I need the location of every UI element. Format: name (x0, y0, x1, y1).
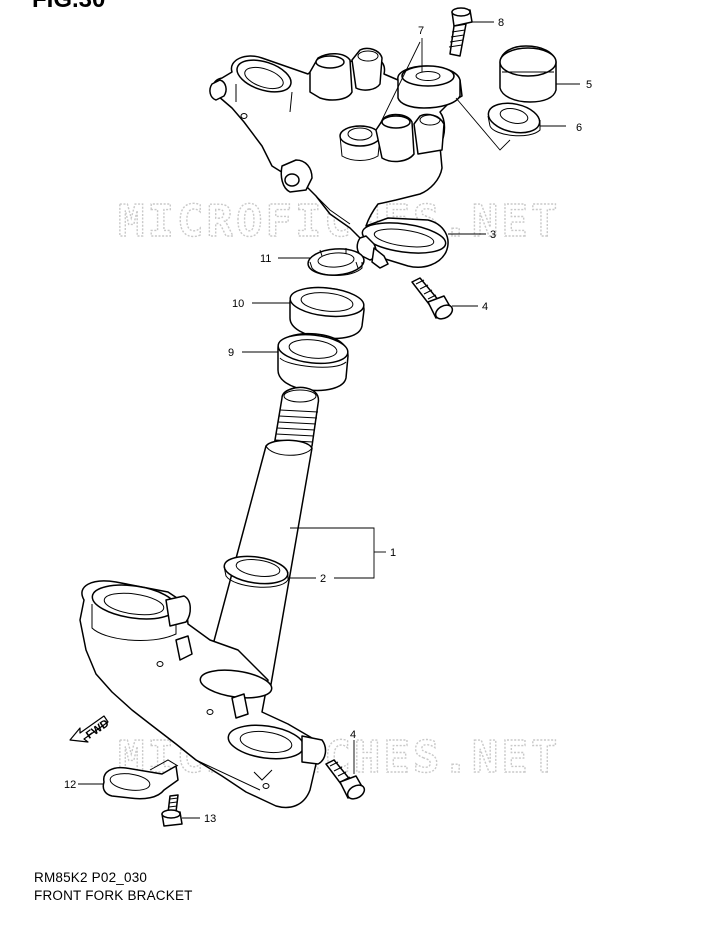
callout-4-lower: 4 (350, 729, 356, 741)
cable-clamp-part-12 (78, 759, 179, 800)
screw-part-13 (161, 794, 200, 827)
cap-part-5 (499, 45, 580, 103)
callout-7: 7 (418, 25, 424, 37)
callout-4-upper: 4 (482, 301, 488, 313)
callout-5: 5 (586, 79, 592, 91)
washer-part-6 (487, 102, 566, 137)
bolt-part-4-lower (325, 740, 366, 800)
callout-8: 8 (498, 17, 504, 29)
lower-bracket (79, 580, 327, 809)
dust-seal-part-10 (252, 286, 365, 340)
bolt-part-4-upper (411, 277, 478, 320)
callout-12: 12 (64, 779, 76, 791)
bolt-part-8 (448, 7, 494, 57)
callout-11: 11 (260, 253, 271, 265)
seal-part-2 (223, 555, 316, 588)
forward-direction-arrow: FWD (69, 715, 111, 743)
callout-13: 13 (204, 813, 216, 825)
callout-6: 6 (576, 122, 582, 134)
callout-2: 2 (320, 573, 326, 585)
callout-9: 9 (228, 347, 234, 359)
figure-code: RM85K2 P02_030 (34, 870, 148, 885)
figure-title: FIG.30 (32, 0, 105, 14)
callout-10: 10 (232, 298, 244, 310)
nut-part-11 (278, 248, 365, 276)
bearing-part-9 (242, 332, 349, 392)
part-1-bracket-leader (290, 527, 386, 579)
figure-name: FRONT FORK BRACKET (34, 888, 193, 903)
callout-3: 3 (490, 229, 496, 241)
upper-bracket (209, 47, 486, 269)
callout-1: 1 (390, 547, 396, 559)
part-7-leader (379, 38, 511, 151)
